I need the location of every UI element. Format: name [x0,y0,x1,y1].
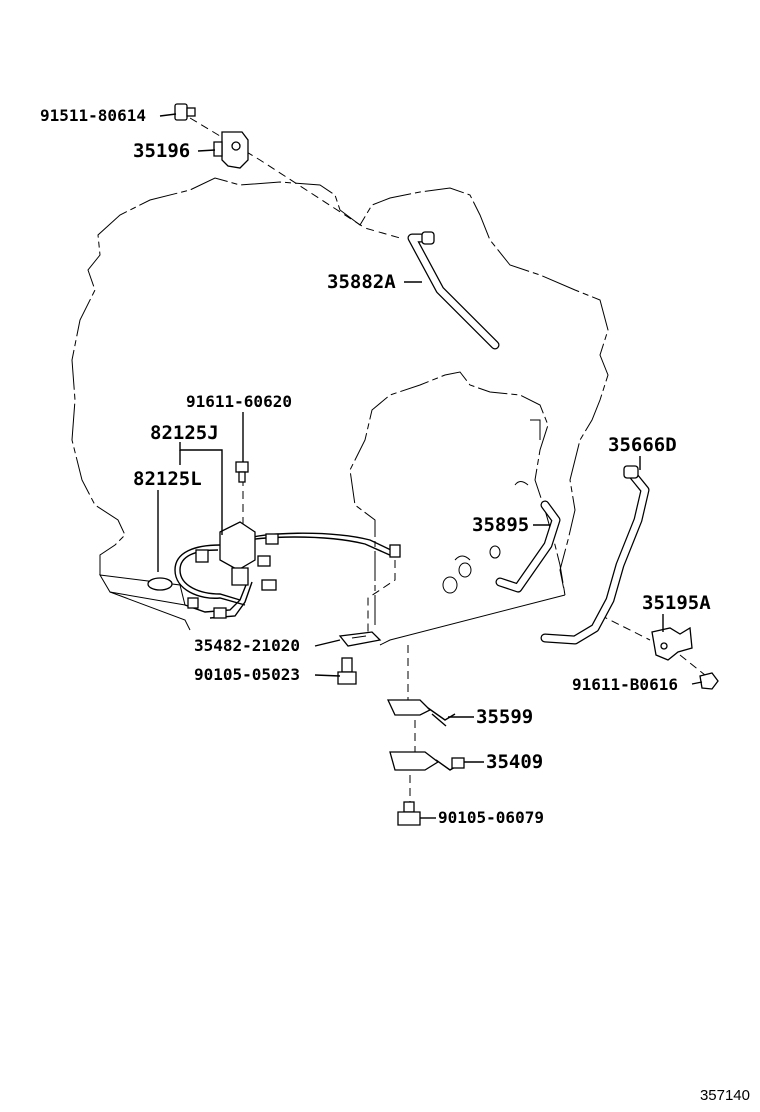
clamp-icon [651,626,693,661]
callout-35599: 35599 [476,706,534,728]
transmission-case-outline [71,177,609,646]
bolt-icon [235,461,249,483]
wire-harness [174,521,401,619]
plate-35482 [338,631,382,647]
guide-lines [189,117,706,805]
clamp-35409 [389,751,465,771]
callout-82125j: 82125J [150,422,219,444]
o-ring [147,577,173,591]
clamp-icon [213,131,249,169]
callout-91611-b0616: 91611-B0616 [572,675,678,694]
callout-35895: 35895 [472,514,530,536]
bolt-icon [699,672,719,690]
tube-35666d [540,465,650,645]
callout-90105-06079: 90105-06079 [438,808,544,827]
clamp-35599 [386,699,456,727]
callout-35195a: 35195A [642,592,711,614]
figure-number: 357140 [699,1087,750,1104]
callout-35666d: 35666D [608,434,677,456]
callout-82125l: 82125L [133,468,202,490]
bolt-icon [174,103,196,121]
bolt-icon [397,801,421,826]
callout-35409: 35409 [486,751,544,773]
callout-91611-60620: 91611-60620 [186,392,292,411]
leader-lines [157,113,703,819]
callout-35196: 35196 [133,140,191,162]
tube-35882a [407,231,500,350]
callout-91511-80614: 91511-80614 [40,106,146,125]
bolt-icon [337,657,357,685]
callout-35482-21020: 35482-21020 [194,636,300,655]
tube-35895 [495,500,561,593]
callout-35882a: 35882A [327,271,396,293]
callout-90105-05023: 90105-05023 [194,665,300,684]
